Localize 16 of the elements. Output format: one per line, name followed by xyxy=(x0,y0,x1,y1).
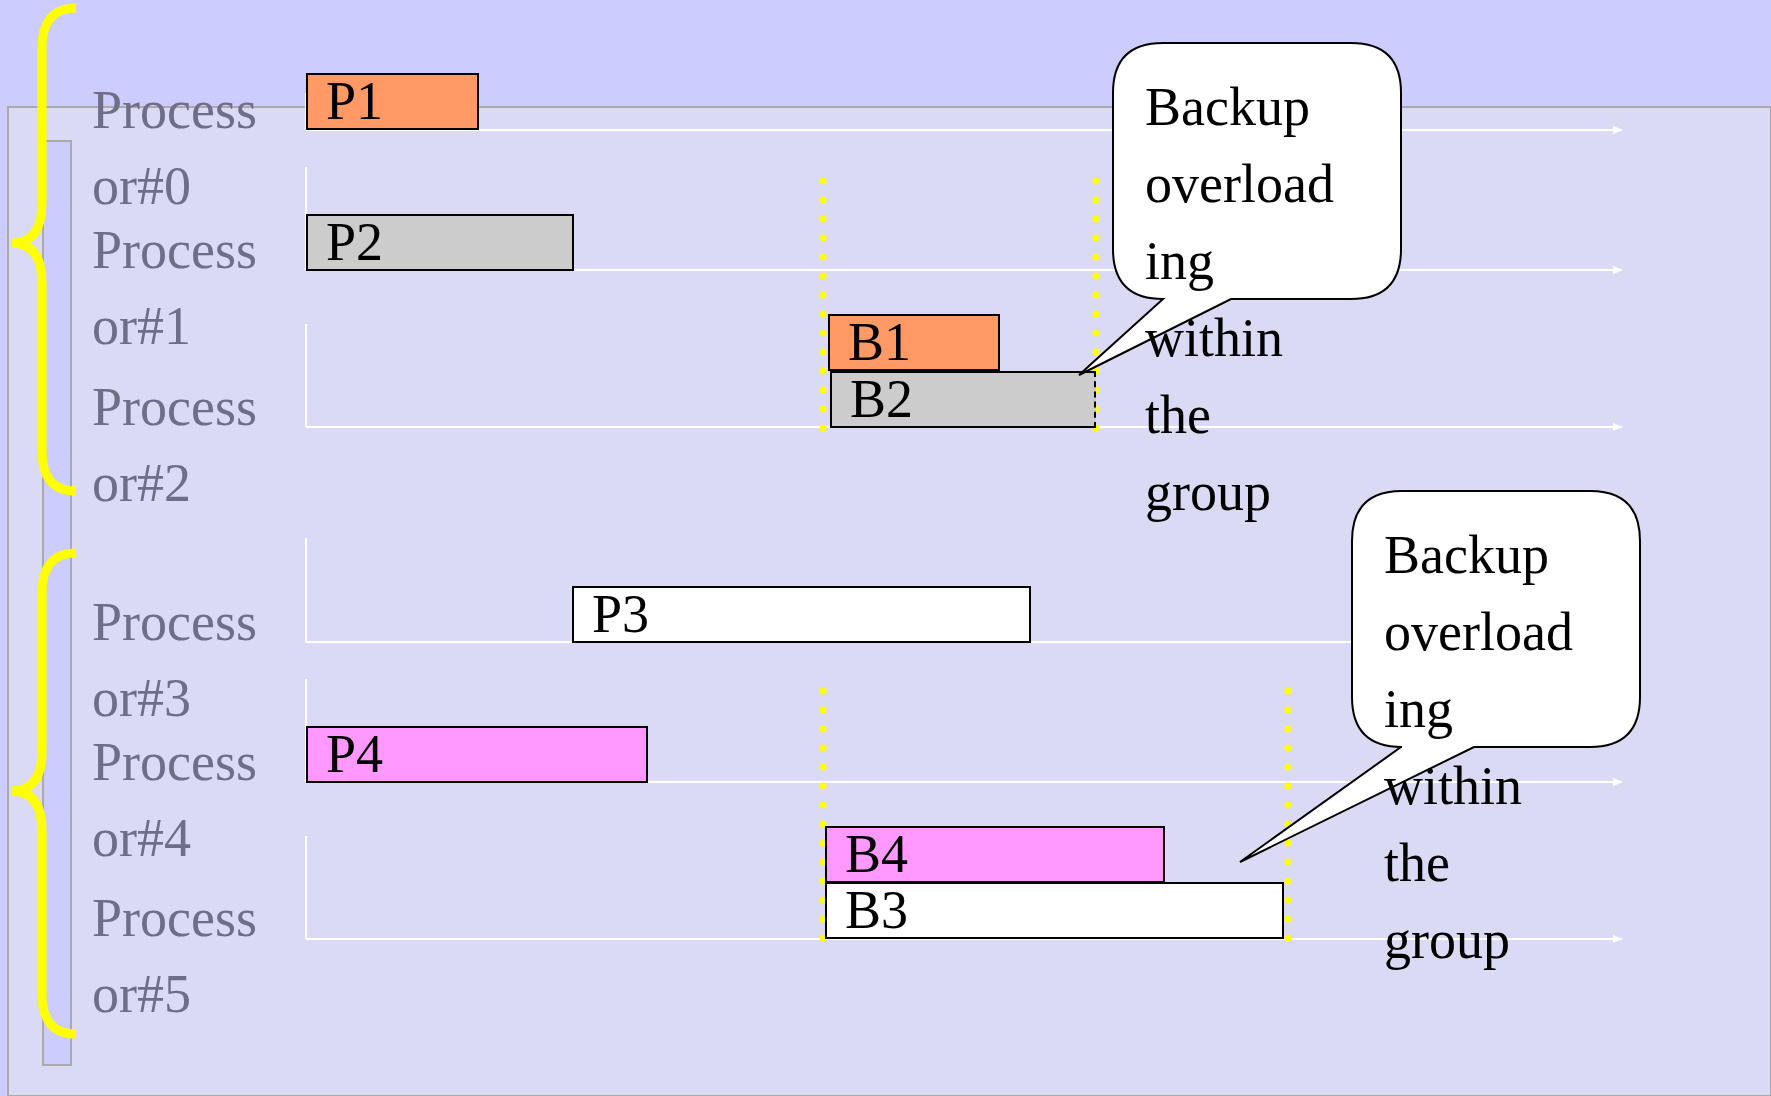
task-bar: P2 xyxy=(306,214,574,271)
task-bar: P1 xyxy=(306,73,479,130)
row-label: Process or#5 xyxy=(92,887,258,1026)
task-bar: B3 xyxy=(825,882,1284,939)
row-label: Process or#2 xyxy=(92,376,258,515)
task-bar: B2 xyxy=(830,371,1096,428)
callout-text: Backup overload ing within the group xyxy=(1145,76,1335,524)
task-bar: P4 xyxy=(306,726,648,783)
task-bar: P3 xyxy=(572,586,1031,643)
task-bar: B1 xyxy=(828,314,1000,371)
row-label: Process or#3 xyxy=(92,591,258,730)
row-label: Process or#4 xyxy=(92,731,258,870)
speech-bubble xyxy=(1077,41,1403,525)
task-bar: B4 xyxy=(825,826,1165,883)
callout-text: Backup overload ing within the group xyxy=(1384,524,1574,972)
row-label: Process or#1 xyxy=(92,219,258,358)
